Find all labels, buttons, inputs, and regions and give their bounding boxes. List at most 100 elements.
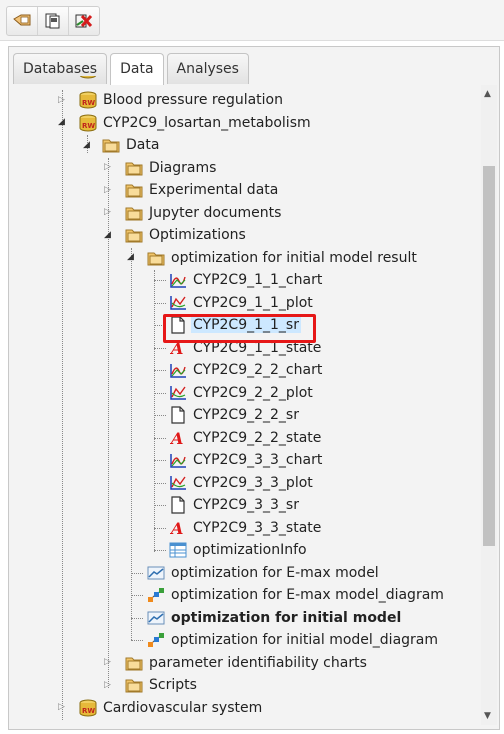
tree-leaf-label: CYP2C9_2_2_chart bbox=[193, 362, 323, 378]
state-icon: A bbox=[168, 339, 188, 357]
folder-icon bbox=[101, 136, 121, 154]
sr-icon bbox=[168, 406, 188, 424]
toolbar bbox=[0, 0, 504, 41]
state-icon: A bbox=[168, 519, 188, 537]
tree-leaf-chart[interactable]: CYP2C9_2_2_chart bbox=[168, 359, 324, 381]
folder-icon bbox=[124, 654, 144, 672]
database-icon: RW bbox=[78, 699, 98, 717]
tree-item-opt-emax[interactable]: optimization for E-max model bbox=[146, 562, 381, 584]
diagram-icon bbox=[146, 631, 166, 649]
database-icon: RW bbox=[78, 114, 98, 132]
tree-leaf-label: CYP2C9_3_3_state bbox=[193, 519, 322, 536]
tree-leaf-label: CYP2C9_3_3_sr bbox=[193, 497, 299, 513]
expand-icon[interactable]: ▷ bbox=[104, 657, 111, 667]
tree-item-opt-initial-diagram[interactable]: optimization for initial model_diagram bbox=[146, 629, 440, 651]
tree-item-jupyter-documents[interactable]: Jupyter documents bbox=[124, 202, 283, 224]
tree-leaf-label: CYP2C9_3_3_plot bbox=[193, 474, 313, 491]
tree-leaf-chart[interactable]: CYP2C9_1_1_chart bbox=[168, 269, 324, 291]
optimization-icon bbox=[146, 564, 166, 582]
folder-icon bbox=[124, 226, 144, 244]
tab-bar: Databases Data Analyses bbox=[13, 53, 249, 85]
tree-leaf-label: CYP2C9_1_1_sr bbox=[191, 317, 301, 333]
collapse-icon[interactable]: ◢ bbox=[83, 140, 90, 150]
svg-text:RW: RW bbox=[82, 99, 95, 107]
expand-icon[interactable]: ▷ bbox=[58, 95, 65, 105]
tree-item-opt-emax-diagram[interactable]: optimization for E-max model_diagram bbox=[146, 584, 446, 606]
tree-leaf-plot[interactable]: CYP2C9_1_1_plot bbox=[168, 292, 315, 314]
tree-leaf-state[interactable]: A CYP2C9_2_2_state bbox=[168, 427, 323, 449]
tab-databases[interactable]: Databases bbox=[13, 53, 108, 84]
folder-icon bbox=[146, 249, 166, 267]
collapse-icon[interactable]: ◢ bbox=[104, 230, 111, 240]
tree-item-experimental-data[interactable]: Experimental data bbox=[124, 179, 280, 201]
chart-icon bbox=[168, 361, 188, 379]
scrollbar-thumb[interactable] bbox=[483, 166, 495, 546]
diagram-icon bbox=[146, 586, 166, 604]
tree-view: ▷ RW Blood pressure regulation ◢ RW CYP2… bbox=[58, 76, 446, 720]
svg-text:A: A bbox=[170, 520, 183, 536]
tree-leaf-sr[interactable]: CYP2C9_1_1_sr bbox=[168, 314, 301, 336]
vertical-scrollbar[interactable]: ▲ ▼ bbox=[481, 85, 497, 725]
tree-leaf-label: optimizationInfo bbox=[193, 542, 307, 558]
tree-item-param-ident[interactable]: parameter identifiability charts bbox=[124, 652, 369, 674]
tree-leaf-label: CYP2C9_2_2_state bbox=[193, 429, 322, 446]
expand-icon[interactable]: ▷ bbox=[104, 185, 111, 195]
export-icon[interactable] bbox=[38, 7, 69, 35]
tree-leaf-plot[interactable]: CYP2C9_2_2_plot bbox=[168, 382, 315, 404]
tree-leaf-chart[interactable]: CYP2C9_3_3_chart bbox=[168, 449, 324, 471]
expand-icon[interactable]: ▷ bbox=[104, 207, 111, 217]
info-icon bbox=[168, 541, 188, 559]
chart-icon bbox=[168, 271, 188, 289]
tree-item-scripts[interactable]: Scripts bbox=[124, 674, 199, 696]
delete-icon[interactable] bbox=[69, 7, 99, 35]
expand-icon[interactable]: ▷ bbox=[58, 702, 65, 712]
tree-row-cut bbox=[78, 76, 101, 84]
plot-icon bbox=[168, 384, 188, 402]
tab-analyses[interactable]: Analyses bbox=[166, 53, 249, 84]
folder-icon bbox=[124, 159, 144, 177]
tree-item-cardiovascular[interactable]: RW Cardiovascular system bbox=[78, 697, 264, 719]
svg-text:A: A bbox=[170, 430, 183, 446]
tree-item-opt-initial[interactable]: optimization for initial model bbox=[146, 607, 403, 629]
tree-leaf-label: CYP2C9_1_1_chart bbox=[193, 272, 323, 288]
tree-leaf-plot[interactable]: CYP2C9_3_3_plot bbox=[168, 472, 315, 494]
sr-icon bbox=[168, 316, 188, 334]
expand-icon[interactable]: ▷ bbox=[104, 162, 111, 172]
svg-text:RW: RW bbox=[82, 707, 95, 715]
tree-leaf-state[interactable]: A CYP2C9_3_3_state bbox=[168, 517, 323, 539]
tree-leaf-sr[interactable]: CYP2C9_3_3_sr bbox=[168, 494, 301, 516]
expand-icon[interactable]: ▷ bbox=[104, 680, 111, 690]
repository-panel: Databases Data Analyses ▲ ▼ bbox=[8, 46, 500, 730]
tree-item-opt-initial-result[interactable]: optimization for initial model result bbox=[146, 247, 419, 269]
tree-item-optimizations[interactable]: Optimizations bbox=[124, 224, 248, 246]
tab-data[interactable]: Data bbox=[110, 53, 164, 85]
tree-leaf-sr[interactable]: CYP2C9_2_2_sr bbox=[168, 404, 301, 426]
tree-item-blood-pressure[interactable]: RW Blood pressure regulation bbox=[78, 89, 285, 111]
scroll-down-icon[interactable]: ▼ bbox=[484, 711, 491, 721]
tree-leaf-state[interactable]: A CYP2C9_1_1_state bbox=[168, 337, 323, 359]
tree-leaf-info[interactable]: optimizationInfo bbox=[168, 539, 309, 561]
sr-icon bbox=[168, 496, 188, 514]
state-icon: A bbox=[168, 429, 188, 447]
database-icon: RW bbox=[78, 91, 98, 109]
folder-icon bbox=[124, 181, 144, 199]
tree-leaf-label: CYP2C9_2_2_plot bbox=[193, 384, 313, 401]
folder-icon bbox=[124, 204, 144, 222]
tree-leaf-label: CYP2C9_1_1_state bbox=[193, 339, 322, 356]
open-icon[interactable] bbox=[7, 7, 38, 35]
tree-item-diagrams[interactable]: Diagrams bbox=[124, 157, 218, 179]
toolbar-button-group bbox=[6, 6, 100, 36]
collapse-icon[interactable]: ◢ bbox=[127, 252, 134, 262]
tree-item-data[interactable]: Data bbox=[101, 134, 161, 156]
tree-leaf-label: CYP2C9_2_2_sr bbox=[193, 407, 299, 423]
tree-leaf-label: CYP2C9_1_1_plot bbox=[193, 294, 313, 311]
plot-icon bbox=[168, 294, 188, 312]
folder-icon bbox=[124, 676, 144, 694]
tree-item-cyp2c9[interactable]: RW CYP2C9_losartan_metabolism bbox=[78, 112, 313, 134]
svg-text:A: A bbox=[170, 340, 183, 356]
optimization-icon bbox=[146, 609, 166, 627]
scroll-up-icon[interactable]: ▲ bbox=[484, 89, 491, 99]
svg-text:RW: RW bbox=[82, 122, 95, 130]
tree-leaf-label: CYP2C9_3_3_chart bbox=[193, 452, 323, 468]
collapse-icon[interactable]: ◢ bbox=[58, 117, 65, 127]
